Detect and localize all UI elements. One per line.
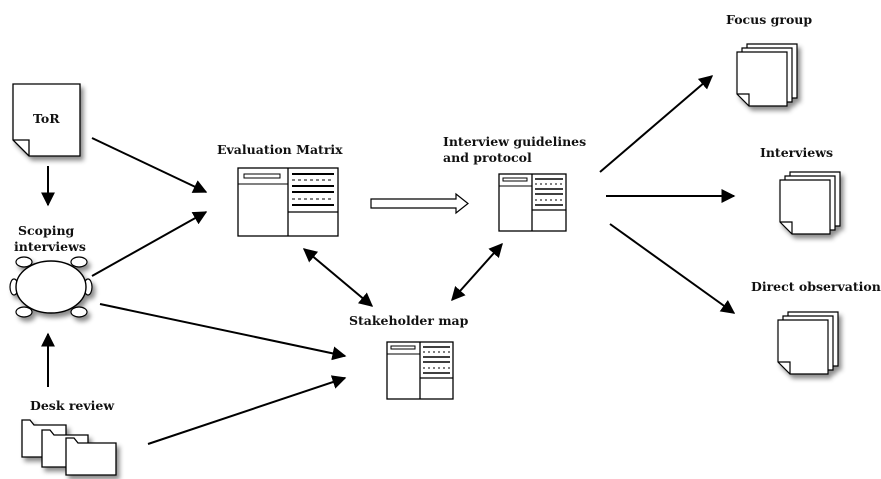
folders-icon (21, 419, 117, 476)
tor-document-icon (12, 83, 81, 157)
meeting-table-icon (9, 256, 93, 318)
arrow-scoping-to-stakeholder (99, 303, 347, 361)
stakeholder-map-table-icon (386, 341, 454, 400)
tor-label: ToR (33, 111, 60, 126)
interviews-documents-icon (779, 171, 841, 235)
arrow-to-direct-observation (609, 223, 736, 314)
arrow-to-focus-group (599, 75, 714, 173)
arrow-tor-to-matrix (91, 137, 208, 193)
desk-review-label: Desk review (30, 398, 115, 413)
direct-observation-documents-icon (777, 311, 839, 375)
focus-group-label: Focus group (726, 12, 813, 27)
arrow-guidelines-stakeholder (451, 242, 503, 302)
scoping-interviews-label-line1: Scoping (18, 223, 75, 238)
hollow-arrow-matrix-to-guidelines (370, 192, 469, 215)
scoping-interviews-label-line2: interviews (14, 239, 86, 254)
evaluation-matrix-label: Evaluation Matrix (217, 142, 343, 157)
arrow-desk-to-stakeholder (147, 375, 347, 445)
interviews-label: Interviews (760, 145, 834, 160)
evaluation-matrix-table-icon (237, 167, 339, 237)
arrow-scoping-to-matrix (91, 211, 208, 277)
interview-guidelines-label-line1: Interview guidelines (443, 134, 587, 149)
direct-observation-label: Direct observation (751, 279, 881, 294)
interview-guidelines-table-icon (498, 173, 567, 232)
stakeholder-map-label: Stakeholder map (349, 313, 469, 328)
focus-group-documents-icon (736, 43, 798, 107)
arrow-matrix-stakeholder (302, 248, 374, 307)
interview-guidelines-label-line2: and protocol (443, 150, 532, 165)
